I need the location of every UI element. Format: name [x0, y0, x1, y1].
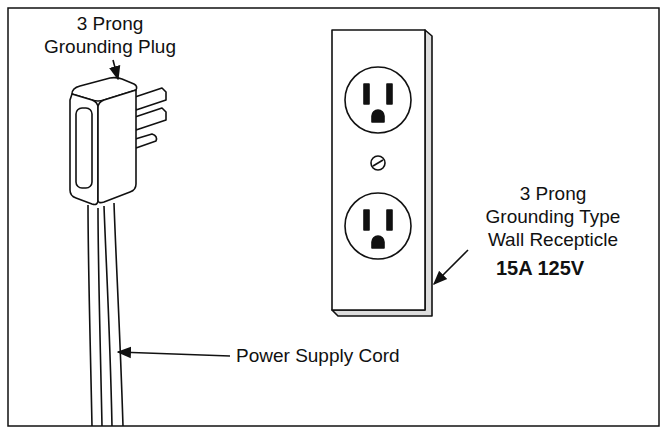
- part-label: Power Supply Cord: [236, 344, 476, 367]
- cord-leader: [118, 352, 230, 356]
- rating-label: 15A 125V: [485, 257, 595, 280]
- receptacle-drawing: [332, 30, 432, 316]
- receptacle-leader: [434, 250, 468, 284]
- part-label: 3 Prong Grounding Plug: [35, 12, 185, 58]
- frame-border: [8, 8, 659, 426]
- leader-arrows: [113, 60, 468, 356]
- plug-leader: [113, 60, 118, 79]
- part-label: 3 Prong Grounding Type Wall Recepticle: [478, 182, 628, 251]
- plug-drawing: [70, 78, 166, 426]
